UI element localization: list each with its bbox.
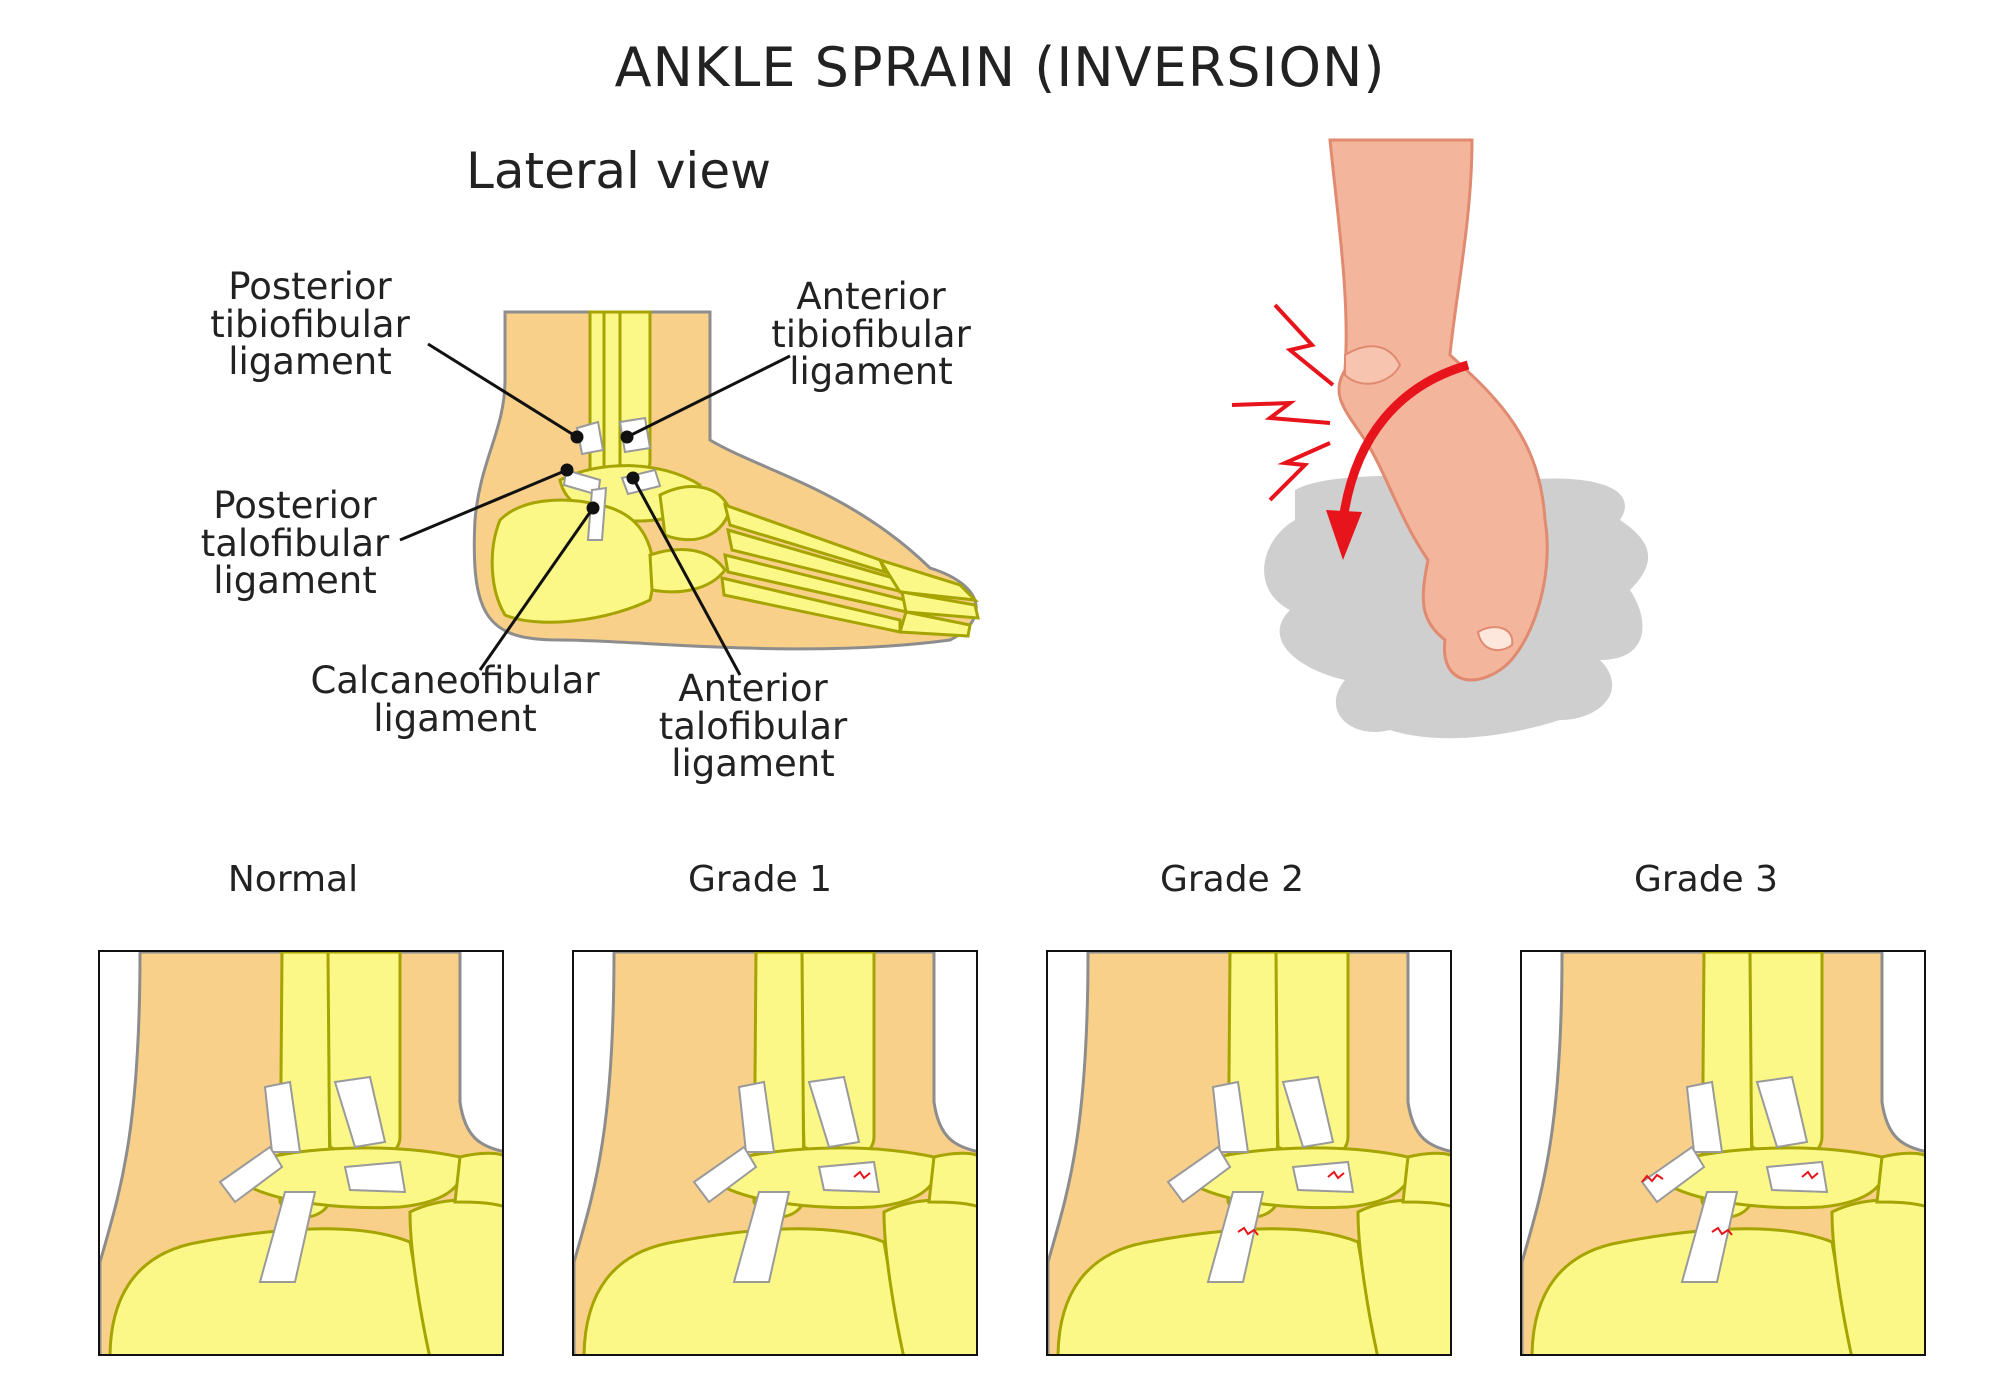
panel-ligament-calcaneofibular — [1206, 1191, 1265, 1283]
pain-bolts — [1231, 303, 1335, 502]
calcaneus-bone — [490, 498, 655, 624]
panel-ligament-calcaneofibular — [732, 1191, 791, 1283]
panel-navicular — [1401, 1151, 1450, 1208]
panel-ligament-posterior-tibiofibular — [263, 1080, 302, 1153]
ankle-bulge — [1344, 345, 1402, 385]
panel-normal — [98, 950, 504, 1356]
panel-tear-mark — [1237, 1226, 1259, 1236]
panel-calcaneus — [1530, 1227, 1853, 1354]
label-anterior-tibiofibular: Anterior tibiofibular ligament — [771, 275, 971, 394]
diagram-title: ANKLE SPRAIN (INVERSION) — [614, 36, 1386, 99]
panel-ligament-anterior-talofibular — [817, 1160, 881, 1194]
panel-ligament-posterior-talofibular — [1640, 1145, 1706, 1204]
panel-ligament-posterior-talofibular — [1166, 1145, 1232, 1204]
cuboid-bone — [648, 548, 727, 594]
lateral-view-subtitle: Lateral view — [466, 142, 771, 200]
panel-calcaneus — [108, 1227, 431, 1354]
fibula-bone — [602, 310, 622, 472]
label-posterior-talofibular: Posterior talofibular ligament — [200, 484, 390, 603]
panel-ligament-anterior-tibiofibular — [1281, 1075, 1335, 1149]
panel-title-normal: Normal — [227, 859, 359, 900]
panel-calcaneus — [1056, 1227, 1379, 1354]
label-calcaneofibular: Calcaneofibular ligament — [310, 659, 600, 740]
panel-title-grade-1: Grade 1 — [687, 859, 833, 900]
panel-ligament-anterior-tibiofibular — [333, 1075, 387, 1149]
panel-tear-mark — [1327, 1170, 1345, 1180]
panel-cuboid — [1830, 1198, 1924, 1354]
panel-ligament-calcaneofibular — [1680, 1191, 1739, 1283]
panel-navicular — [927, 1151, 976, 1208]
panel-ligament-anterior-talofibular — [1291, 1160, 1355, 1194]
panel-navicular — [1875, 1151, 1924, 1208]
panel-tear-mark — [1711, 1226, 1733, 1236]
inversion-arrowhead — [1326, 510, 1362, 560]
panel-title-grade-3: Grade 3 — [1633, 859, 1779, 900]
posterior-tibiofibular-ligament — [575, 420, 605, 456]
lateral-ligaments — [562, 416, 662, 541]
panel-ligament-anterior-tibiofibular — [1755, 1075, 1809, 1149]
panel-ligament-posterior-talofibular — [218, 1145, 284, 1204]
big-toenail — [1476, 626, 1514, 652]
panel-cuboid — [408, 1198, 502, 1354]
panel-ligament-anterior-talofibular — [343, 1160, 407, 1194]
panel-calcaneus — [582, 1227, 905, 1354]
panel-cuboid — [882, 1198, 976, 1354]
panel-grade-1 — [572, 950, 978, 1356]
main-illustration — [399, 138, 1649, 739]
panel-tear-mark — [1641, 1173, 1664, 1183]
leader-lines — [399, 342, 791, 676]
panel-tear-mark — [853, 1170, 871, 1180]
panel-ligament-anterior-tibiofibular — [807, 1075, 861, 1149]
panel-grade-3 — [1520, 950, 1926, 1356]
panel-title-grade-2: Grade 2 — [1159, 859, 1305, 900]
panel-ligament-posterior-tibiofibular — [1211, 1080, 1250, 1153]
calcaneofibular-ligament — [586, 486, 608, 541]
panel-cuboid — [1356, 1198, 1450, 1354]
panel-ligament-posterior-talofibular — [692, 1145, 758, 1204]
panel-grade-2 — [1046, 950, 1452, 1356]
label-anterior-talofibular: Anterior talofibular ligament — [658, 667, 848, 786]
panel-navicular — [453, 1151, 502, 1208]
label-posterior-tibiofibular: Posterior tibiofibular ligament — [210, 265, 410, 384]
panel-ligament-posterior-tibiofibular — [1685, 1080, 1724, 1153]
panel-ligament-posterior-tibiofibular — [737, 1080, 776, 1153]
panel-tear-mark — [1801, 1170, 1819, 1180]
panel-ligament-anterior-talofibular — [1765, 1160, 1829, 1194]
panel-ligament-calcaneofibular — [258, 1191, 317, 1283]
inversion-arrow — [1338, 360, 1470, 521]
